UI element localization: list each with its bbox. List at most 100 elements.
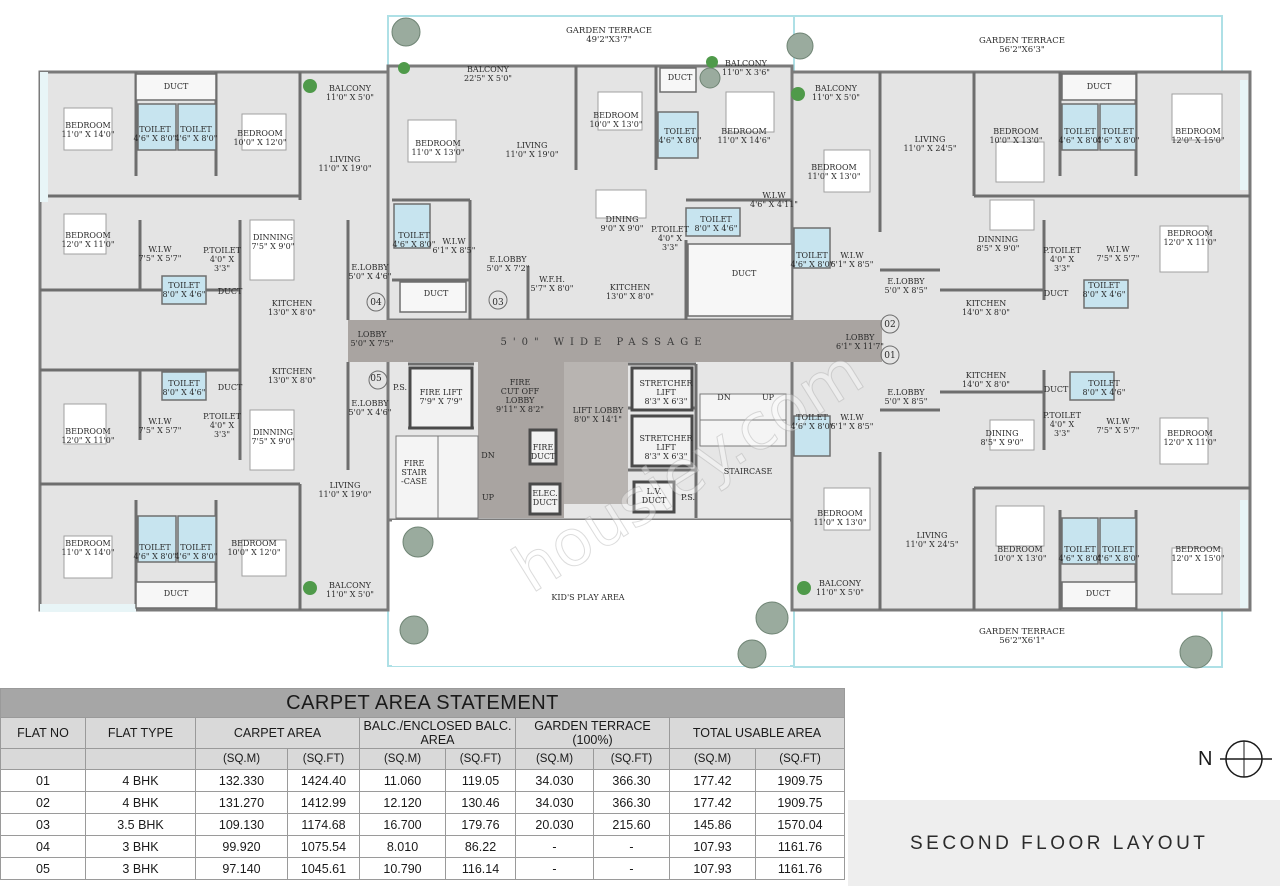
table-cell: 10.790 [359, 857, 446, 880]
north-arrow [1196, 737, 1276, 783]
unit-label: (SQ.M) [195, 748, 288, 770]
col-garden-terrace: GARDEN TERRACE (100%) [515, 717, 670, 749]
table-cell: 177.42 [669, 769, 756, 792]
room-label-duct-r3: DUCT [1044, 385, 1069, 394]
table-cell: 12.120 [359, 791, 446, 814]
room-label-dn-a: DN [481, 451, 494, 460]
statement-title: CARPET AREA STATEMENT [0, 688, 846, 718]
wide-passage [348, 320, 882, 362]
room-label-lv-duct: L.V.DUCT [642, 487, 667, 505]
unit-label: (SQ.FT) [445, 748, 516, 770]
room-label-wfh: W.F.H.5'7" X 8'0" [531, 275, 574, 293]
room-label-duct-b: DUCT [164, 589, 189, 598]
room-label-duct-r4: DUCT [1086, 589, 1111, 598]
room-label-duct-a: DUCT [164, 82, 189, 91]
unit-blank [0, 748, 86, 770]
table-cell: 11.060 [359, 769, 446, 792]
col-flat-type: FLAT TYPE [85, 717, 196, 749]
room-label-dn-b: DN [717, 393, 730, 402]
table-cell: 34.030 [515, 791, 594, 814]
table-cell: - [515, 835, 594, 858]
room-label-ps-a: P.S. [393, 383, 407, 392]
table-cell: 366.30 [593, 791, 670, 814]
table-cell: 109.130 [195, 813, 288, 836]
room-label-passage: 5'0" WIDE PASSAGE [500, 337, 707, 348]
table-cell: 131.270 [195, 791, 288, 814]
table-cell: 107.93 [669, 835, 756, 858]
room-label-up-a: UP [482, 493, 495, 502]
unit-label: (SQ.FT) [287, 748, 360, 770]
carpet-area-statement: CARPET AREA STATEMENT FLAT NO FLAT TYPE … [0, 688, 846, 880]
table-cell: 132.330 [195, 769, 288, 792]
tree-icon [391, 17, 1213, 669]
table-cell: 3 BHK [85, 835, 196, 858]
table-cell: 1412.99 [287, 791, 360, 814]
unit-label: (SQ.FT) [754, 748, 846, 770]
north-label: N [1198, 748, 1213, 770]
table-cell: 03 [0, 813, 86, 836]
table-cell: 3 BHK [85, 857, 196, 880]
table-cell: 97.140 [195, 857, 288, 880]
table-cell: 130.46 [445, 791, 516, 814]
room-label-num-03: 03 [492, 298, 504, 308]
table-cell: 107.93 [669, 857, 756, 880]
layout-title: SECOND FLOOR LAYOUT [910, 833, 1209, 854]
landscape-trees [303, 17, 1213, 669]
table-cell: 99.920 [195, 835, 288, 858]
